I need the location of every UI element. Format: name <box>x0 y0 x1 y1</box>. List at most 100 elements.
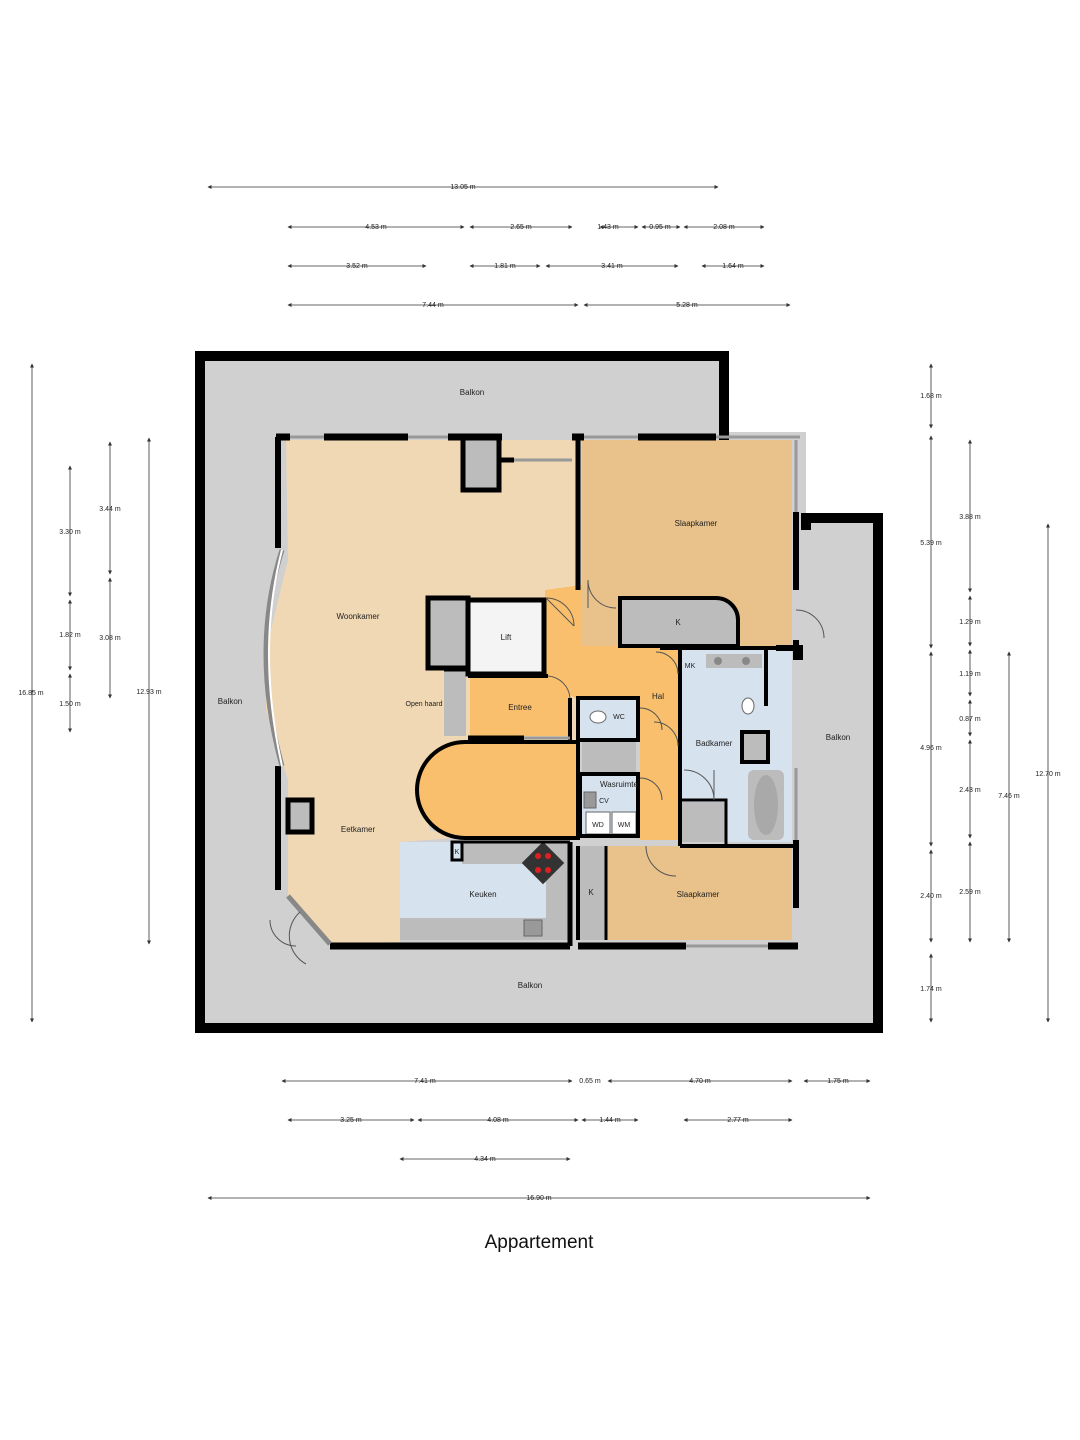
walls <box>195 351 883 1033</box>
dimension-lines <box>30 185 1050 1200</box>
label-wm: WM <box>618 822 631 829</box>
toilet-bath <box>741 697 755 715</box>
dim-top-r1-5: 2.08 m <box>713 224 735 231</box>
label-hal: Hal <box>652 692 664 701</box>
dimension-labels: 13.05 m 4.53 m 2.65 m 1.43 m 0.95 m 2.08… <box>18 184 1060 1202</box>
label-entree: Entree <box>508 703 532 712</box>
label-balkon-top: Balkon <box>460 388 484 397</box>
column-top <box>463 440 499 490</box>
dim-left-a-3: 1.50 m <box>59 701 81 708</box>
dim-left-a-2: 1.82 m <box>59 632 81 639</box>
dim-top-r2-4: 1.64 m <box>722 263 744 270</box>
sink-2 <box>742 657 750 665</box>
dim-left-b-2: 3.08 m <box>99 635 121 642</box>
dim-top-r1-2: 2.65 m <box>510 224 532 231</box>
label-balkon-right: Balkon <box>826 733 850 742</box>
label-slaapkamer-1: Slaapkamer <box>675 519 718 528</box>
dim-top-r2-2: 1.81 m <box>494 263 516 270</box>
hob-4 <box>545 867 551 873</box>
shower <box>682 802 726 842</box>
dim-bottom-r2-1: 3.25 m <box>340 1117 362 1124</box>
interior-rooms <box>266 440 792 944</box>
label-k-bedroom1: K <box>675 618 681 627</box>
room-wc <box>580 700 638 738</box>
dim-right-b-1: 3.88 m <box>959 514 981 521</box>
dim-top-r2-3: 3.41 m <box>601 263 623 270</box>
dim-top-r1-3: 1.43 m <box>597 224 619 231</box>
dim-top-r1-1: 4.53 m <box>365 224 387 231</box>
doors <box>269 579 825 965</box>
dim-right-b-5: 2.43 m <box>959 787 981 794</box>
dim-right-b-2: 1.29 m <box>959 619 981 626</box>
label-lift: Lift <box>501 633 512 642</box>
label-eetkamer: Eetkamer <box>341 825 376 834</box>
label-balkon-bottom: Balkon <box>518 981 542 990</box>
label-keuken: Keuken <box>469 890 496 899</box>
dim-bottom-r2-3: 1.44 m <box>599 1117 621 1124</box>
label-badkamer: Badkamer <box>696 739 733 748</box>
dim-right-b-3: 1.19 m <box>959 671 981 678</box>
hob-3 <box>535 867 541 873</box>
boiler-cv <box>583 791 597 809</box>
label-balkon-left: Balkon <box>218 697 242 706</box>
lift-shaft <box>428 598 468 668</box>
hob-1 <box>535 853 541 859</box>
dim-top-r3-1: 7.44 m <box>422 302 444 309</box>
dim-bottom-r1-2: 0.65 m <box>579 1078 601 1085</box>
shaft-wasruimte <box>582 742 636 772</box>
chimney <box>444 670 466 736</box>
toilet-wc <box>589 710 607 724</box>
dim-left-a-1: 3.30 m <box>59 529 81 536</box>
dim-bottom-r1-3: 4.70 m <box>689 1078 711 1085</box>
label-wc: WC <box>613 714 625 721</box>
windows <box>290 435 800 948</box>
room-lobby <box>417 740 578 838</box>
dim-bottom-r1-4: 1.75 m <box>827 1078 849 1085</box>
dim-top-r2-1: 3.52 m <box>346 263 368 270</box>
dim-right-c: 7.46 m <box>998 793 1020 800</box>
label-wd: WD <box>592 822 604 829</box>
dim-right-a-2: 5.39 m <box>920 540 942 547</box>
label-k-bedroom2: K <box>588 888 594 897</box>
label-woonkamer: Woonkamer <box>337 612 380 621</box>
sink-double <box>706 654 762 668</box>
kitchen-sink <box>523 919 543 937</box>
column-left <box>288 800 312 832</box>
kitchen-counter-bottom <box>400 918 570 940</box>
dim-left-b-1: 3.44 m <box>99 506 121 513</box>
dim-left-outer: 16.85 m <box>18 690 43 697</box>
closet-k-bedroom1 <box>620 598 738 646</box>
outer-balcony-wall <box>195 351 883 1033</box>
hob-2 <box>545 853 551 859</box>
room-slaapkamer-2 <box>606 846 792 940</box>
label-cv: CV <box>599 798 609 805</box>
closet-k-bedroom2 <box>578 846 606 940</box>
plan-title: Appartement <box>484 1232 594 1253</box>
dim-right-a-1: 1.68 m <box>920 393 942 400</box>
dim-top-r3-2: 5.28 m <box>676 302 698 309</box>
dim-right-a-4: 2.40 m <box>920 893 942 900</box>
dim-bottom-r3: 4.34 m <box>474 1156 496 1163</box>
sink-1 <box>714 657 722 665</box>
room-entree <box>470 676 570 736</box>
room-woonkamer <box>266 440 578 944</box>
label-wasruimte: Wasruimte <box>600 780 638 789</box>
label-open-haard: Open haard <box>406 701 443 708</box>
bay-window <box>263 549 332 946</box>
bathtub-basin <box>754 775 778 835</box>
lift-car <box>470 602 542 672</box>
dim-right-outer: 12.70 m <box>1035 771 1060 778</box>
dim-right-b-4: 0.87 m <box>959 716 981 723</box>
label-k-kitchen: K <box>455 849 460 856</box>
label-slaapkamer-2: Slaapkamer <box>677 890 720 899</box>
mk-closet <box>680 652 702 678</box>
label-mk: MK <box>685 663 696 670</box>
room-labels: Balkon Balkon Balkon Balkon Woonkamer Ee… <box>218 388 850 990</box>
dim-top-r1-4: 0.95 m <box>649 224 671 231</box>
dim-right-b-6: 2.59 m <box>959 889 981 896</box>
bath-shaft <box>742 732 768 762</box>
dim-bottom-r1-1: 7.41 m <box>414 1078 436 1085</box>
dim-bottom-r2-2: 4.08 m <box>487 1117 509 1124</box>
dim-right-a-5: 1.74 m <box>920 986 942 993</box>
dim-top-total: 13.05 m <box>450 184 475 191</box>
